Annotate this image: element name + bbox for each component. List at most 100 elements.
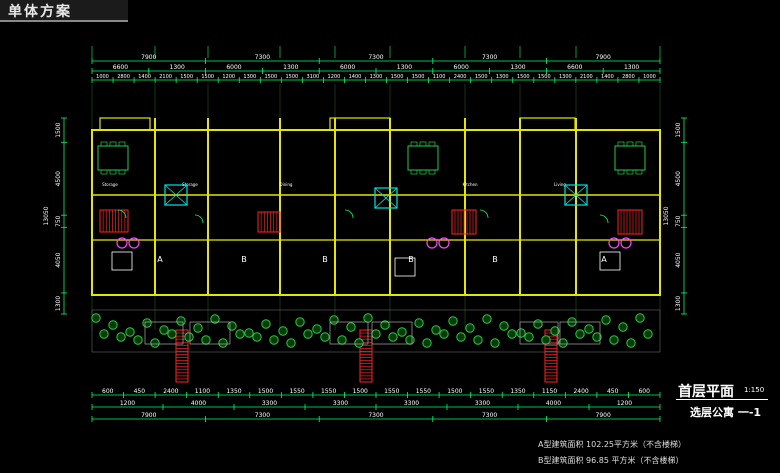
sink-fixture xyxy=(438,237,450,249)
door-swing xyxy=(117,209,127,219)
dim-top-row3-label: 1000 xyxy=(96,74,109,80)
shrub xyxy=(269,335,279,345)
title-underline xyxy=(676,399,768,400)
shrub xyxy=(524,332,534,342)
dim-right-total: 13050 xyxy=(663,206,670,225)
shrub xyxy=(235,329,245,339)
shrub xyxy=(244,328,254,338)
shrub xyxy=(482,314,492,324)
kitchen-counter-cross xyxy=(164,184,188,206)
dim-left-label: 750 xyxy=(55,215,62,227)
shrub xyxy=(150,338,160,348)
chair xyxy=(410,169,418,175)
dim-left-label: 1500 xyxy=(55,122,62,137)
dim-bottom-row1-label: 1350 xyxy=(226,388,241,395)
dim-top-row3-label: 3100 xyxy=(307,74,320,80)
shrub xyxy=(261,319,271,329)
dim-bottom-row3-label: 7900 xyxy=(141,412,156,419)
chair xyxy=(100,169,108,175)
shrub xyxy=(227,321,237,331)
dim-top-row1-label: 7300 xyxy=(482,54,497,61)
shrub xyxy=(99,329,109,339)
shrub xyxy=(618,322,628,332)
dim-top-row2-label: 1300 xyxy=(624,64,639,71)
kitchen-counter-cross xyxy=(564,184,588,206)
dim-bottom-row3-label: 7300 xyxy=(482,412,497,419)
dim-top-row3-label: 1500 xyxy=(201,74,214,80)
dim-bottom-row1-label: 1100 xyxy=(195,388,210,395)
chair xyxy=(419,141,427,147)
dim-top-row3-label: 2100 xyxy=(159,74,172,80)
dim-bottom-row1-label: 1350 xyxy=(510,388,525,395)
dim-top-row2-label: 1300 xyxy=(283,64,298,71)
dim-bottom-row1-label: 1550 xyxy=(384,388,399,395)
sofa xyxy=(599,251,621,271)
dim-top-row3-label: 1500 xyxy=(538,74,551,80)
dim-bottom-row1-label: 2400 xyxy=(163,388,178,395)
axis-markers xyxy=(91,46,661,58)
dim-bottom-row2-label: 3300 xyxy=(475,400,490,407)
dim-top-row3-label: 1500 xyxy=(517,74,530,80)
chair xyxy=(118,169,126,175)
dim-left-label: 4500 xyxy=(55,171,62,186)
dim-top-row3-label: 2100 xyxy=(580,74,593,80)
shrub xyxy=(91,313,101,323)
dim-top-row2-label: 1300 xyxy=(397,64,412,71)
dim-left-total: 13050 xyxy=(43,206,50,225)
dining-table xyxy=(97,145,129,171)
garden-border xyxy=(91,309,661,353)
stairs xyxy=(99,209,643,383)
shrub xyxy=(193,323,203,333)
dim-bottom-row3-label: 7300 xyxy=(255,412,270,419)
chair xyxy=(626,169,634,175)
dim-bottom-row1-label: 1550 xyxy=(289,388,304,395)
unit-label-b: B xyxy=(408,255,414,264)
dim-top-row3-label: 1400 xyxy=(138,74,151,80)
dim-top-row3-label: 1200 xyxy=(328,74,341,80)
shrub xyxy=(490,338,500,348)
dining-table xyxy=(614,145,646,171)
shrub xyxy=(108,320,118,330)
dim-right-label: 1500 xyxy=(675,122,682,137)
dim-bottom-row1-label: 600 xyxy=(102,388,114,395)
dim-bottom-row1-label: 1500 xyxy=(353,388,368,395)
dim-bottom-row1-label: 1550 xyxy=(321,388,336,395)
dim-top-row3-label: 1300 xyxy=(496,74,509,80)
dim-top-row3-label: 1300 xyxy=(370,74,383,80)
shrub xyxy=(210,314,220,324)
shrub xyxy=(312,324,322,334)
shrub xyxy=(295,317,305,327)
dim-bottom-row1-label: 600 xyxy=(638,388,650,395)
chair xyxy=(118,141,126,147)
shrub xyxy=(167,329,177,339)
dim-top-row2-label: 6000 xyxy=(226,64,241,71)
shrub xyxy=(405,335,415,345)
shrub xyxy=(609,335,619,345)
chair xyxy=(635,169,643,175)
dim-top-row3-label: 1400 xyxy=(349,74,362,80)
dim-top-row3-label: 1000 xyxy=(643,74,656,80)
dim-top-row3-label: 1500 xyxy=(391,74,404,80)
dim-top-row3-label: 1300 xyxy=(559,74,572,80)
patio-paving xyxy=(559,321,601,345)
room-label: Living xyxy=(554,182,566,187)
door-swing xyxy=(344,209,354,219)
dim-top-row2-label: 1300 xyxy=(510,64,525,71)
shrub xyxy=(397,327,407,337)
dim-bottom-row1-label: 1500 xyxy=(258,388,273,395)
unit-label-b: B xyxy=(322,255,328,264)
dim-top-row3-label: 2800 xyxy=(117,74,130,80)
toilet-fixture xyxy=(426,237,438,249)
dim-top-row3-label: 2800 xyxy=(622,74,635,80)
stair-outline xyxy=(175,329,189,383)
shrub xyxy=(218,338,228,348)
dim-bottom-row1-label: 1550 xyxy=(479,388,494,395)
dim-top-row3-label: 1300 xyxy=(243,74,256,80)
shrub xyxy=(320,332,330,342)
shrub xyxy=(473,335,483,345)
dim-top-row1-label: 7900 xyxy=(141,54,156,61)
